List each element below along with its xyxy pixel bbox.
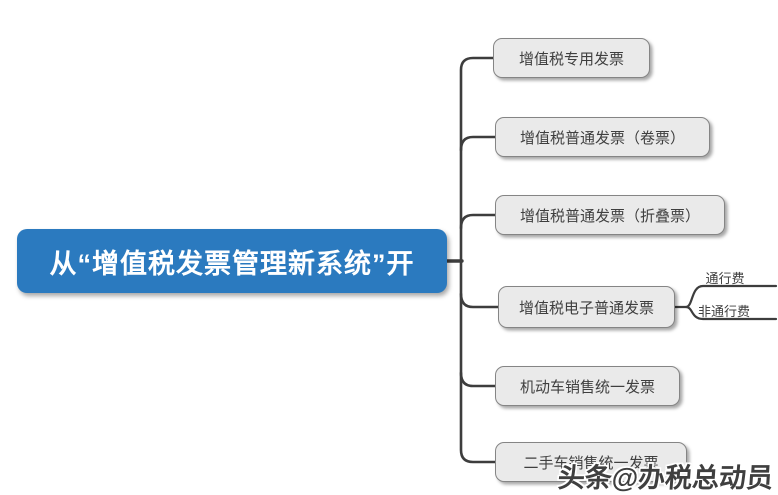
root-topic-label: 从“增值税发票管理新系统”开	[49, 248, 415, 279]
root-topic[interactable]: 从“增值税发票管理新系统”开	[17, 229, 447, 293]
connector-branch-4	[459, 292, 500, 309]
connector-branch-2	[459, 135, 497, 152]
topic-used-car-sales-invoice[interactable]: 二手车销售统一发票	[495, 442, 687, 482]
topic-motor-vehicle-sales-invoice[interactable]: 机动车销售统一发票	[495, 366, 680, 406]
topic-label: 机动车销售统一发票	[519, 378, 655, 396]
topic-label: 增值税普通发票（折叠票）	[519, 207, 700, 225]
topic-label: 二手车销售统一发票	[523, 454, 659, 472]
connector-subbranch-nontoll	[684, 305, 778, 321]
subtopic-non-toll-fee[interactable]: 非通行费	[696, 301, 752, 320]
connector-trunk	[459, 56, 497, 464]
topic-label: 增值税电子普通发票	[518, 299, 654, 317]
subtopic-label: 非通行费	[697, 304, 750, 319]
topic-label: 增值税普通发票（卷票）	[519, 129, 685, 147]
topic-label: 增值税专用发票	[518, 50, 624, 68]
topic-vat-electronic-general-invoice[interactable]: 增值税电子普通发票	[498, 286, 675, 328]
subtopic-label: 通行费	[705, 271, 745, 286]
subtopic-toll-fee[interactable]: 通行费	[700, 268, 750, 287]
connector-branch-5	[459, 371, 497, 388]
watermark: 头条@办税总动员	[556, 463, 775, 493]
topic-vat-general-invoice-roll[interactable]: 增值税普通发票（卷票）	[495, 117, 710, 157]
connector-branch-3	[459, 213, 497, 230]
topic-vat-general-invoice-folded[interactable]: 增值税普通发票（折叠票）	[495, 195, 725, 235]
topic-vat-special-invoice[interactable]: 增值税专用发票	[493, 38, 650, 78]
